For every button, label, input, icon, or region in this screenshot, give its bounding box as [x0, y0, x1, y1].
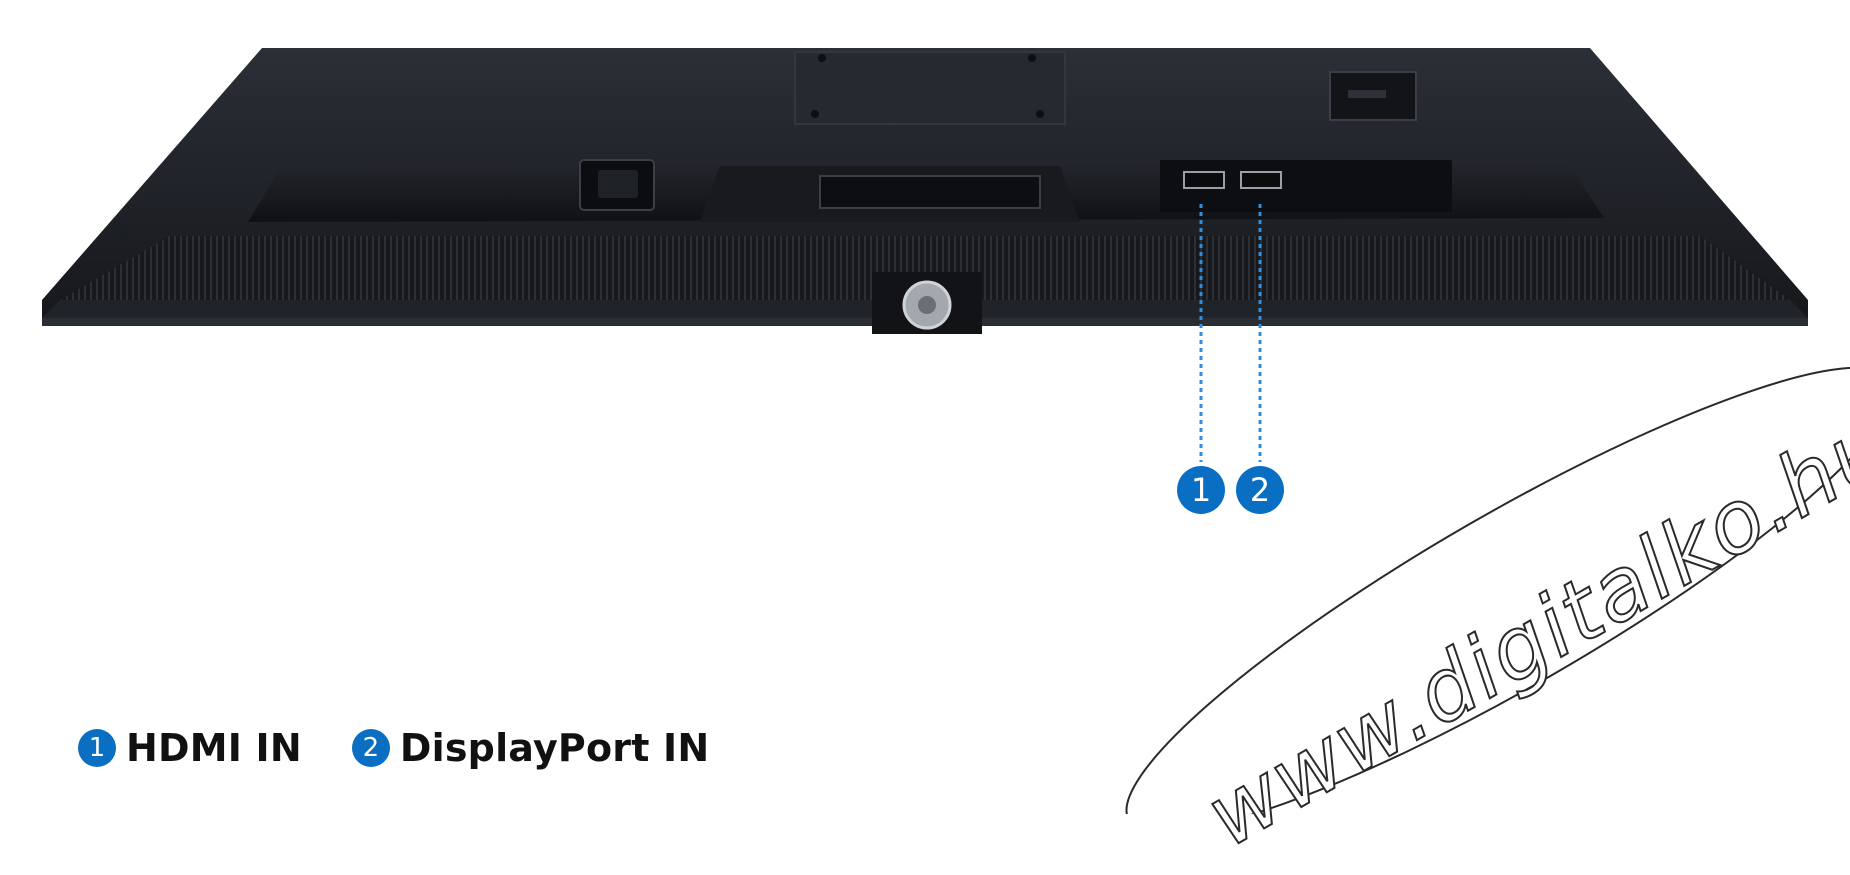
legend-badge-1: 1: [78, 729, 116, 767]
vesa-screw: [1036, 110, 1044, 118]
vesa-screw: [1028, 54, 1036, 62]
vesa-screw: [818, 54, 826, 62]
watermark-outline: [1125, 366, 1850, 814]
monitor-rear-illustration: [42, 48, 1850, 814]
vesa-screw: [811, 110, 819, 118]
legend-badge-2: 2: [351, 729, 390, 767]
vent-band: [60, 236, 1790, 300]
vesa-mount-panel: [794, 51, 1066, 125]
legend-item-hdmi: 1 HDMI IN: [78, 726, 302, 770]
legend-label-displayport: DisplayPort IN: [399, 726, 710, 770]
displayport-port: [1240, 171, 1282, 189]
callout-marker-2: 2: [1236, 466, 1284, 514]
legend: 1 HDMI IN 2 DisplayPort IN: [78, 726, 759, 770]
hdmi-port: [1183, 171, 1225, 189]
legend-item-displayport: 2 DisplayPort IN: [351, 726, 710, 770]
legend-label-hdmi: HDMI IN: [126, 726, 302, 770]
callout-marker-1: 1: [1177, 466, 1225, 514]
